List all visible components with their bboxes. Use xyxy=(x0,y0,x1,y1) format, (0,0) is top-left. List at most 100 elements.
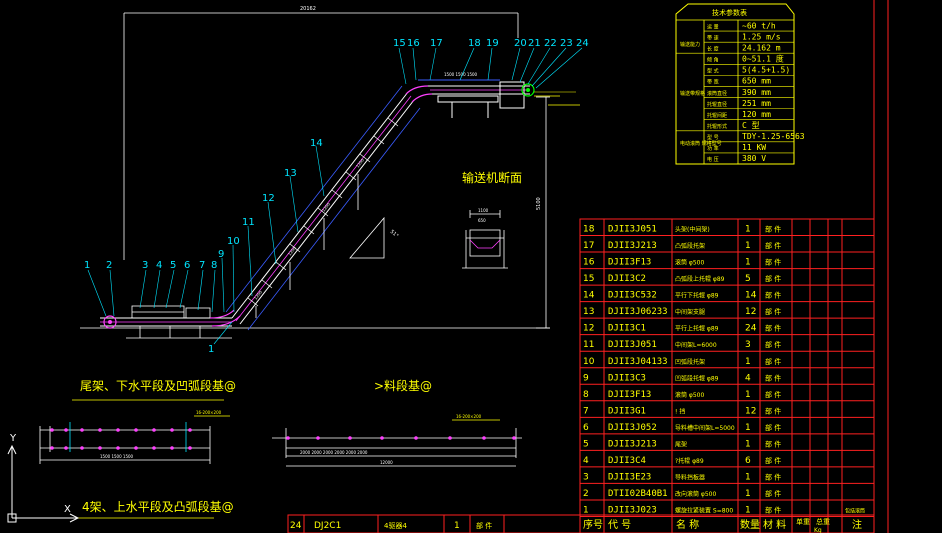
callout-6: 6 xyxy=(184,260,190,271)
parts-material: 部 件 xyxy=(765,357,781,366)
parts-table-header: 序号 代 号 名 称 数量 材 料 单重 总重 Kg 注 xyxy=(583,517,862,533)
angle-triangle xyxy=(349,216,385,259)
spec-value: 120 mm xyxy=(742,110,771,119)
plan-view-lower: 尾架、下水平段及凹弧段基@ 16-200×200 1500 1500 1500 xyxy=(39,378,236,464)
parts-qty: 12 xyxy=(745,406,756,416)
parts-code: DTII02B40B1 xyxy=(608,489,668,499)
spec-label: 型 号 xyxy=(707,134,719,141)
parts-no: 11 xyxy=(583,340,594,350)
spec-label: 带 宽 xyxy=(707,79,719,86)
parts-no: 13 xyxy=(583,307,594,317)
parts-material: 部 件 xyxy=(765,324,781,333)
parts-code: DJII3C3 xyxy=(608,373,646,383)
conveyor-elevation-view: 20162 5100 51° xyxy=(80,6,589,355)
parts-no: 3 xyxy=(583,472,589,482)
parts-qty: 1 xyxy=(745,390,751,400)
header-weight-unit: Kg xyxy=(814,527,822,533)
parts-code: DJII3J051 xyxy=(608,340,657,350)
callout-23: 23 xyxy=(560,38,573,49)
parts-qty: 1 xyxy=(745,506,751,516)
spec-value: 0~51.1 度 xyxy=(742,54,784,64)
callout-24: 24 xyxy=(576,38,589,49)
parts-code: DJII3F13 xyxy=(608,258,651,268)
parts-no: 12 xyxy=(583,324,594,334)
callout-8: 8 xyxy=(211,260,217,271)
plan-view-upper: 4架、上水平段及凸弧段基@ xyxy=(74,499,234,519)
parts-code: DJII3J213 xyxy=(608,439,657,449)
parts-material: 部 件 xyxy=(765,456,781,465)
parts-name: 中间架支腿 xyxy=(675,308,705,316)
spec-label: 型 式 xyxy=(707,68,719,75)
spec-label: 托辊间距 xyxy=(707,112,727,119)
parts-qty: 1 xyxy=(745,472,751,482)
parts-no: 8 xyxy=(583,390,589,400)
callout-11: 11 xyxy=(242,217,255,228)
spec-group-2: 输送带规格 xyxy=(680,90,705,97)
callout-15: 15 xyxy=(393,38,406,49)
parts-name: 中间架L=6000 xyxy=(675,341,717,349)
parts-material: 部 件 xyxy=(765,472,781,481)
callout-4: 4 xyxy=(156,260,162,271)
parts-code: DJII3C4 xyxy=(608,456,646,466)
parts-no: 9 xyxy=(583,373,589,383)
header-note: 注 xyxy=(852,518,862,531)
parts-name: 尾架 xyxy=(675,440,687,448)
parts-code: DJII3C532 xyxy=(608,291,657,301)
parts-material: 部 件 xyxy=(765,439,781,448)
svg-text:1200: 1200 xyxy=(253,289,263,300)
svg-text:51°: 51° xyxy=(389,229,400,240)
header-material: 材 料 xyxy=(763,518,786,531)
callout-bottom-1: 1 xyxy=(208,344,214,355)
parts-qty: 1 xyxy=(745,423,751,433)
parts-material: 部 件 xyxy=(765,406,781,415)
conveyor-section-view: 输送机断面 1100 650 xyxy=(462,170,522,269)
parts-material: 部 件 xyxy=(765,373,781,382)
header-code: 代 号 xyxy=(608,519,631,531)
parts-qty: 6 xyxy=(745,456,751,466)
callout-16: 16 xyxy=(407,38,420,49)
spec-value: ~60 t/h xyxy=(742,21,776,30)
parts-material: 部 件 xyxy=(765,225,781,234)
callout-2: 2 xyxy=(106,260,112,271)
callout-19: 19 xyxy=(486,38,499,49)
parts-code: DJII3C2 xyxy=(608,274,646,284)
parts-qty: 4 xyxy=(745,373,751,383)
parts-no: 4 xyxy=(583,456,589,466)
parts-qty: 1 xyxy=(745,241,751,251)
incline-idlers xyxy=(247,117,399,307)
parts-qty: 1 xyxy=(745,258,751,268)
spec-value: 390 mm xyxy=(742,88,771,97)
parts-material: 部 件 xyxy=(765,390,781,399)
parts-name: ?托辊 φ89 xyxy=(675,457,704,465)
callout-21: 21 xyxy=(528,38,541,49)
parts-qty: 5 xyxy=(745,274,751,284)
bottom-row-qty: 1 xyxy=(454,521,460,531)
parts-name: 改向滚筒 φ500 xyxy=(675,490,717,498)
parts-material: 部 件 xyxy=(765,274,781,283)
parts-material: 部 件 xyxy=(765,489,781,498)
spec-value: 251 mm xyxy=(742,99,771,108)
tail-pulley xyxy=(103,315,117,329)
callout-18: 18 xyxy=(468,38,481,49)
parts-no: 10 xyxy=(583,357,595,367)
callout-7: 7 xyxy=(199,260,205,271)
parts-material: 部 件 xyxy=(765,423,781,432)
parts-code: DJII3C1 xyxy=(608,324,646,334)
spec-value: C 型 xyxy=(742,121,760,130)
svg-text:1200: 1200 xyxy=(287,245,297,256)
callout-17: 17 xyxy=(430,38,443,49)
bottom-row-name: 4驱器4 xyxy=(384,522,407,530)
parts-no: 18 xyxy=(583,225,595,235)
spec-value: 5(4.5+1.5) xyxy=(742,66,790,75)
parts-code: DJII3J213 xyxy=(608,241,657,251)
parts-material: 部 件 xyxy=(765,291,781,300)
plan-view-middle: >料段基@ 16-200×200 2000 2000 2000 2000 200… xyxy=(272,378,522,467)
parts-code: DJII3J051 xyxy=(608,225,657,235)
parts-name: 滚筒 φ500 xyxy=(675,259,705,267)
callout-14: 14 xyxy=(310,138,323,149)
callout-10: 10 xyxy=(227,236,240,247)
parts-no: 17 xyxy=(583,241,594,251)
header-qty: 数量 xyxy=(740,518,760,531)
